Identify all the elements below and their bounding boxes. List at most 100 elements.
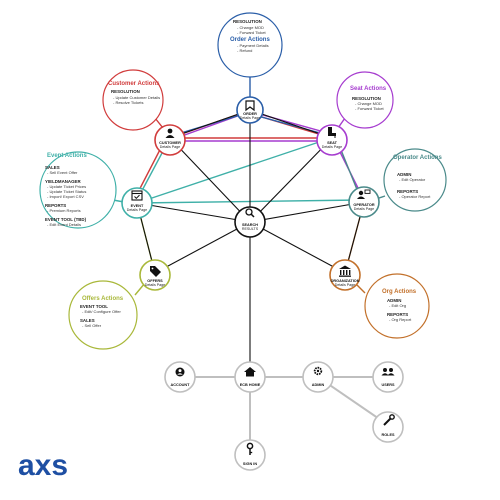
svg-text:- Premium Reports: - Premium Reports	[47, 208, 81, 213]
svg-text:SEAT: SEAT	[327, 141, 338, 145]
svg-text:EVENT TOOL: EVENT TOOL	[80, 304, 108, 309]
seat-actions-panel: Seat Actions RESOLUTION - Change MOD - F…	[336, 71, 394, 129]
svg-text:Details Page: Details Page	[240, 116, 260, 120]
svg-text:Details Page: Details Page	[322, 145, 342, 149]
svg-text:Offers Actions: Offers Actions	[82, 296, 124, 302]
svg-text:Event Actions: Event Actions	[47, 153, 87, 159]
svg-text:SEARCH: SEARCH	[242, 223, 258, 227]
svg-text:- Operator Report: - Operator Report	[399, 194, 431, 199]
wrench-icon	[383, 414, 395, 426]
svg-text:- Edit Event Details: - Edit Event Details	[47, 222, 81, 227]
svg-text:SALES: SALES	[80, 318, 95, 323]
users-node[interactable]: USERS	[372, 361, 404, 393]
svg-text:- Resolve Tickets: - Resolve Tickets	[113, 100, 143, 105]
svg-text:ADMIN: ADMIN	[397, 172, 411, 177]
svg-text:- Refund: - Refund	[237, 48, 252, 53]
svg-text:REPORTS: REPORTS	[45, 203, 66, 208]
svg-text:REPORTS: REPORTS	[397, 189, 418, 194]
svg-text:ORGANIZATION: ORGANIZATION	[330, 279, 359, 283]
svg-text:RESOLUTION: RESOLUTION	[111, 89, 140, 94]
svg-text:- Update Ticket Prices: - Update Ticket Prices	[47, 184, 86, 189]
svg-text:OPERATOR: OPERATOR	[353, 203, 374, 207]
admin-node[interactable]: ADMIN	[302, 361, 334, 393]
svg-text:axs: axs	[18, 449, 68, 482]
tag-icon	[150, 266, 161, 277]
svg-text:RESOLUTION: RESOLUTION	[233, 19, 262, 24]
customer-node[interactable]: CUSTOMER Details Page	[154, 124, 186, 156]
order-actions-panel: RESOLUTION - Change MOD - Forward Ticket…	[217, 12, 283, 78]
svg-text:EVENT TOOL (TBD): EVENT TOOL (TBD)	[45, 217, 87, 222]
svg-text:- Update Ticket Status: - Update Ticket Status	[47, 189, 86, 194]
svg-text:Details Page: Details Page	[160, 145, 180, 149]
search-node[interactable]: SEARCH RESULTS	[234, 206, 266, 238]
svg-text:YIELDMANAGER: YIELDMANAGER	[45, 179, 81, 184]
svg-text:- Change MOD: - Change MOD	[237, 25, 264, 30]
svg-text:Order Actions: Order Actions	[230, 37, 270, 43]
svg-text:EVENT: EVENT	[131, 204, 144, 208]
svg-text:ACCOUNT: ACCOUNT	[171, 383, 191, 387]
svg-text:- Import/ Export CSV: - Import/ Export CSV	[47, 194, 84, 199]
svg-text:- Sell Event Offer: - Sell Event Offer	[47, 170, 78, 175]
key-icon	[246, 442, 254, 455]
svg-text:ECB HOME: ECB HOME	[240, 383, 261, 387]
org-actions-panel: Org Actions ADMIN - Edit Org REPORTS - O…	[364, 273, 430, 339]
account-icon	[175, 367, 185, 377]
offers-node[interactable]: OFFERS Details Page	[139, 259, 171, 291]
svg-text:ROLES: ROLES	[381, 433, 395, 437]
svg-text:Org Actions: Org Actions	[382, 289, 417, 295]
svg-text:- Forward Ticket: - Forward Ticket	[355, 106, 385, 111]
svg-text:- Forward Ticket: - Forward Ticket	[237, 30, 267, 35]
svg-text:Details Page: Details Page	[335, 283, 355, 287]
sign-in-node[interactable]: SIGN IN	[234, 439, 266, 471]
customer-actions-panel: Customer Actions RESOLUTION - Update Cus…	[102, 69, 164, 131]
svg-text:OFFERS: OFFERS	[147, 279, 163, 283]
svg-text:- Update Customer Details: - Update Customer Details	[113, 95, 160, 100]
svg-text:- Edit/ Configure Offer: - Edit/ Configure Offer	[82, 309, 122, 314]
bank-icon	[339, 265, 351, 277]
seat-icon	[328, 127, 336, 138]
svg-text:SALES: SALES	[45, 165, 60, 170]
calendar-check-icon	[131, 190, 143, 201]
svg-text:Details Page: Details Page	[354, 207, 374, 211]
svg-text:Customer Actions: Customer Actions	[108, 81, 160, 87]
svg-text:RESULTS: RESULTS	[242, 227, 259, 231]
order-node[interactable]: ORDER Details Page	[236, 96, 264, 124]
svg-text:Details Page: Details Page	[127, 208, 147, 212]
svg-text:- Org Report: - Org Report	[389, 317, 412, 322]
event-node[interactable]: EVENT Details Page	[121, 187, 153, 219]
organization-node[interactable]: ORGANIZATION Details Page	[329, 259, 361, 291]
svg-text:ADMIN: ADMIN	[387, 298, 401, 303]
svg-text:ADMIN: ADMIN	[312, 383, 325, 387]
svg-text:- Sell Offer: - Sell Offer	[82, 323, 102, 328]
nav-connections	[180, 376, 389, 455]
svg-text:Seat Actions: Seat Actions	[350, 86, 387, 92]
roles-node[interactable]: ROLES	[372, 411, 404, 443]
operator-actions-panel: Operator Actions ADMIN - Edit Operator R…	[383, 148, 447, 212]
search-icon	[245, 208, 255, 218]
home-icon	[244, 367, 256, 377]
ecb-home-node[interactable]: ECB HOME	[234, 361, 266, 393]
users-icon	[381, 368, 395, 376]
svg-text:Operator Actions: Operator Actions	[393, 155, 442, 161]
offers-actions-panel: Offers Actions EVENT TOOL - Edit/ Config…	[68, 280, 138, 350]
svg-text:- Edit Operator: - Edit Operator	[399, 177, 426, 182]
svg-text:RESOLUTION: RESOLUTION	[352, 96, 381, 101]
event-actions-panel: Event Actions SALES - Sell Event Offer Y…	[39, 151, 117, 229]
operator-node[interactable]: OPERATOR Details Page	[348, 186, 380, 218]
svg-text:- Change MOD: - Change MOD	[355, 101, 382, 106]
svg-text:ORDER: ORDER	[243, 112, 257, 116]
gear-icon	[313, 366, 323, 376]
seat-node[interactable]: SEAT Details Page	[316, 124, 348, 156]
axs-logo: axs	[18, 449, 68, 482]
svg-text:SIGN IN: SIGN IN	[243, 462, 257, 466]
svg-text:- Payment Details: - Payment Details	[237, 43, 269, 48]
bookmark-icon	[245, 100, 255, 112]
person-badge-icon	[357, 189, 371, 199]
svg-text:REPORTS: REPORTS	[387, 312, 408, 317]
svg-text:USERS: USERS	[381, 383, 395, 387]
person-icon	[165, 128, 175, 138]
account-node[interactable]: ACCOUNT	[164, 361, 196, 393]
svg-text:CUSTOMER: CUSTOMER	[159, 141, 181, 145]
svg-text:- Edit Org: - Edit Org	[389, 303, 406, 308]
